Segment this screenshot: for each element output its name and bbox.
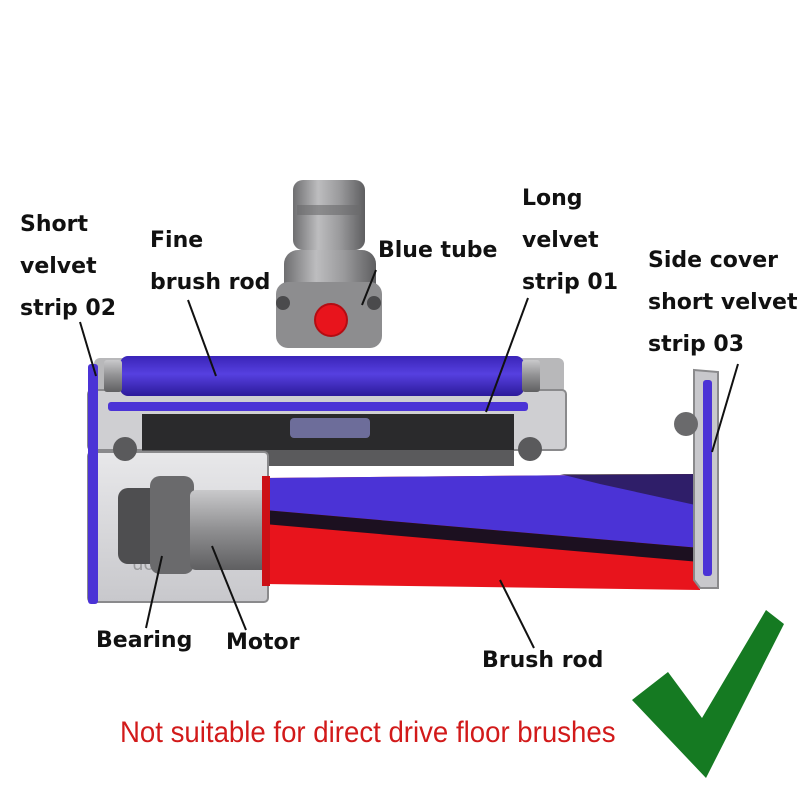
fine-brush-rod	[104, 356, 540, 396]
side-cover	[674, 368, 719, 589]
callout-lines	[79, 269, 739, 649]
motor-assembly	[118, 476, 270, 574]
short-velvet-strip-03	[703, 380, 712, 576]
label-brush-rod: Brush rod	[482, 648, 604, 673]
brush-rod	[262, 474, 700, 590]
label-fine-brush-rod: Fine brush rod	[150, 228, 271, 295]
label-bearing: Bearing	[96, 628, 193, 653]
label-long-velvet-strip-01: Long velvet strip 01	[522, 186, 619, 295]
short-velvet-strip-02	[88, 364, 98, 604]
red-release-button	[314, 303, 348, 337]
check-mark-icon	[632, 610, 784, 778]
label-short-velvet-strip-02: Short velvet strip 02	[20, 212, 117, 321]
label-side-cover-short-velvet-strip-03: Side cover short velvet strip 03	[648, 248, 798, 357]
compatibility-notice: Not suitable for direct drive floor brus…	[120, 716, 616, 749]
long-velvet-strip-01	[108, 402, 528, 411]
label-motor: Motor	[226, 630, 300, 655]
label-blue-tube: Blue tube	[378, 238, 498, 263]
